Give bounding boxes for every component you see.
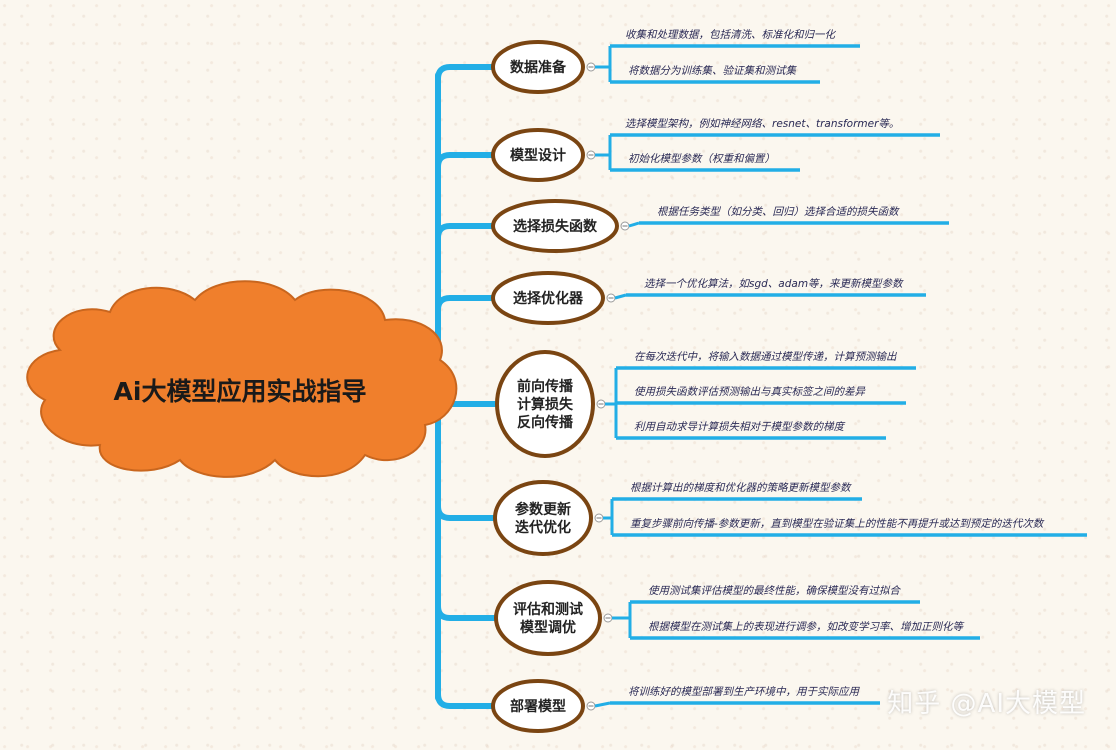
branch-label: 模型调优 xyxy=(520,619,576,636)
leaf-label: 使用损失函数评估预测输出与真实标签之间的差异 xyxy=(634,386,866,398)
branch-node: 选择损失函数 根据任务类型（如分类、回归）选择合适的损失函数 xyxy=(491,199,949,253)
leaf-stem xyxy=(614,293,627,300)
branch-label: 模型设计 xyxy=(510,147,566,164)
leaf-label: 利用自动求导计算损失相对于模型参数的梯度 xyxy=(634,421,845,433)
branch-node: 选择优化器 选择一个优化算法，如sgd、adam等，来更新模型参数 xyxy=(491,271,926,325)
leaf-label: 选择模型架构，例如神经网络、resnet、transformer等。 xyxy=(625,118,899,130)
branch-oval xyxy=(491,128,585,182)
leaf-label: 选择一个优化算法，如sgd、adam等，来更新模型参数 xyxy=(644,278,904,290)
branch-label: 选择优化器 xyxy=(513,290,584,307)
leaf-label: 将训练好的模型部署到生产环境中，用于实际应用 xyxy=(628,686,860,698)
branch-connector xyxy=(435,603,499,621)
leaf-label: 重复步骤前向传播-参数更新，直到模型在验证集上的性能不再提升或达到预定的迭代次数 xyxy=(630,518,1045,530)
watermark: 知乎 @AI大模型 xyxy=(887,689,1086,719)
branch-label: 评估和测试 xyxy=(513,601,583,618)
branch-connector xyxy=(435,64,496,82)
branch-node: 部署模型 将训练好的模型部署到生产环境中，用于实际应用 xyxy=(491,679,880,733)
branch-nodes: 数据准备 收集和处理数据，包括清洗、标准化和归一化将数据分为训练集、验证集和测试集… xyxy=(491,29,1087,733)
branch-oval xyxy=(491,679,585,733)
branch-oval xyxy=(495,350,595,458)
branch-connector xyxy=(435,223,496,241)
branch-label: 迭代优化 xyxy=(515,519,571,536)
branch-label: 前向传播 xyxy=(517,378,574,395)
leaf-label: 在每次迭代中，将输入数据通过模型传递，计算预测输出 xyxy=(634,351,897,363)
leaf-stem xyxy=(594,701,611,708)
leaf-label: 初始化模型参数（权重和偏置） xyxy=(628,153,775,165)
leaf-label: 根据任务类型（如分类、回归）选择合适的损失函数 xyxy=(657,206,900,218)
branch-label: 数据准备 xyxy=(510,59,567,76)
branch-label: 反向传播 xyxy=(517,414,574,431)
root-cloud: Ai大模型应用实战指导 xyxy=(26,280,458,478)
leaf-stem xyxy=(628,221,640,228)
leaf-label: 将数据分为训练集、验证集和测试集 xyxy=(628,65,797,77)
root-label: Ai大模型应用实战指导 xyxy=(114,377,367,406)
branch-oval xyxy=(494,580,602,656)
branch-connector xyxy=(435,691,496,709)
branch-connector xyxy=(435,295,496,313)
branch-oval xyxy=(493,480,593,556)
branch-connector xyxy=(435,152,496,170)
branch-oval xyxy=(491,271,605,325)
cloud-shape xyxy=(26,280,458,478)
branch-label: 选择损失函数 xyxy=(513,218,598,235)
branch-label: 参数更新 xyxy=(515,501,571,518)
branch-node: 模型设计 选择模型架构，例如神经网络、resnet、transformer等。初始… xyxy=(491,118,940,182)
leaf-label: 使用测试集评估模型的最终性能，确保模型没有过拟合 xyxy=(648,585,901,597)
branch-oval xyxy=(491,40,585,94)
branch-connector xyxy=(435,503,498,521)
leaf-label: 收集和处理数据，包括清洗、标准化和归一化 xyxy=(625,29,836,41)
leaf-label: 根据计算出的梯度和优化器的策略更新模型参数 xyxy=(630,482,852,494)
branch-label: 计算损失 xyxy=(517,396,574,413)
branch-label: 部署模型 xyxy=(510,698,566,715)
leaf-label: 根据模型在测试集上的表现进行调参，如改变学习率、增加正则化等 xyxy=(648,621,964,633)
branch-oval xyxy=(491,199,619,253)
